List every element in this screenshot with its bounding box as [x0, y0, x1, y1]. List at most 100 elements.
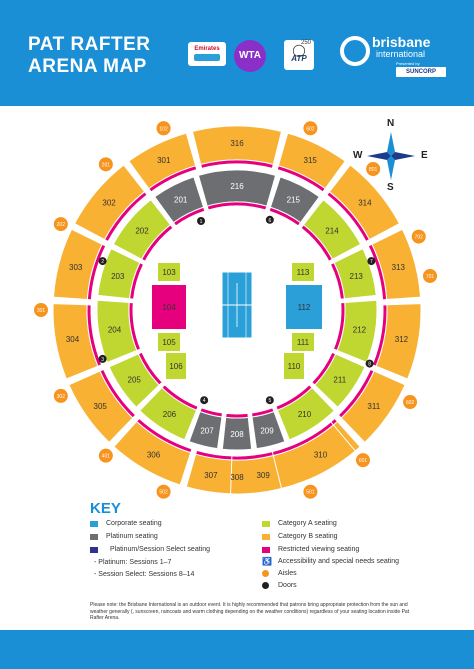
section-103[interactable]: [158, 263, 180, 281]
aisle-label-701: 701: [426, 274, 435, 280]
aisle-marker-602: [303, 121, 318, 136]
label-204: 204: [108, 325, 122, 334]
label-103: 103: [162, 268, 176, 277]
door-2: [98, 257, 107, 266]
page-title: PAT RAFTER ARENA MAP: [28, 34, 151, 78]
label-212: 212: [353, 325, 367, 334]
restricted-215[interactable]: [268, 206, 302, 227]
restricted-303[interactable]: [86, 243, 107, 301]
aisle-marker-801: [366, 162, 381, 177]
restricted-301[interactable]: [148, 165, 198, 193]
label-203: 203: [111, 272, 125, 281]
section-104[interactable]: [152, 285, 186, 329]
restricted-210[interactable]: [275, 384, 313, 411]
door-6: [265, 215, 274, 224]
aisle-label-501: 501: [306, 490, 315, 496]
restricted-207[interactable]: [199, 407, 224, 418]
restricted-305[interactable]: [99, 368, 137, 419]
aisle-marker-702: [411, 229, 426, 244]
label-213: 213: [350, 272, 364, 281]
label-307: 307: [204, 471, 218, 480]
section-106[interactable]: [166, 353, 186, 379]
aisle-label-201: 201: [102, 162, 111, 168]
restricted-302[interactable]: [103, 191, 148, 243]
restricted-204[interactable]: [128, 301, 142, 352]
wheelchair-icon: ♿: [262, 557, 272, 566]
label-210: 210: [298, 410, 312, 419]
seating-rings: [52, 125, 422, 495]
door-7: [367, 257, 376, 266]
aisle-marker-602: [403, 395, 418, 410]
restricted-203[interactable]: [129, 261, 145, 300]
restricted-206[interactable]: [161, 384, 199, 411]
label-303: 303: [69, 263, 83, 272]
aisle-marker-701: [423, 268, 438, 283]
restricted-209[interactable]: [250, 407, 275, 418]
restricted-212[interactable]: [332, 301, 346, 352]
door-label-5: 5: [268, 398, 271, 404]
aisle-marker-502: [156, 484, 171, 499]
aisle-dot-icon: [262, 570, 269, 577]
section-112[interactable]: [286, 285, 322, 329]
label-305: 305: [94, 402, 108, 411]
label-311: 311: [367, 402, 380, 411]
label-209: 209: [260, 426, 274, 435]
aisle-marker-601: [355, 453, 370, 468]
restricted-314[interactable]: [326, 191, 371, 243]
section-113[interactable]: [292, 263, 314, 281]
title-line-2: ARENA MAP: [28, 56, 147, 77]
restricted-313[interactable]: [367, 243, 388, 301]
restricted-211[interactable]: [311, 351, 337, 386]
aisle-marker-301: [34, 303, 48, 317]
restricted-208[interactable]: [225, 412, 249, 419]
restricted-315[interactable]: [276, 165, 326, 193]
markers: 1016028017027016026015015024013023012022…: [34, 121, 438, 499]
label-313: 313: [392, 263, 406, 272]
label-314: 314: [358, 199, 372, 208]
label-105: 105: [162, 338, 176, 347]
aisle-marker-401: [98, 448, 113, 463]
label-211: 211: [333, 375, 346, 384]
door-label-4: 4: [203, 398, 206, 404]
aisle-label-202: 202: [57, 222, 66, 228]
aisle-label-301: 301: [37, 308, 46, 314]
restricted-202[interactable]: [140, 224, 174, 262]
restricted-205[interactable]: [137, 351, 163, 386]
label-205: 205: [128, 375, 142, 384]
section-110[interactable]: [284, 353, 304, 379]
section-105[interactable]: [158, 333, 180, 351]
label-308: 308: [230, 473, 244, 482]
door-1: [197, 216, 206, 225]
door-label-3: 3: [101, 357, 104, 363]
label-214: 214: [325, 226, 339, 235]
label-315: 315: [304, 156, 318, 165]
restricted-316[interactable]: [200, 159, 274, 169]
restricted-311[interactable]: [337, 368, 375, 419]
door-dot-icon: [262, 582, 269, 589]
restricted-216[interactable]: [206, 201, 268, 211]
label-106: 106: [169, 362, 183, 371]
label-110: 110: [288, 362, 301, 371]
restricted-201[interactable]: [172, 206, 206, 227]
aisle-label-502: 502: [159, 490, 168, 496]
section-111[interactable]: [292, 333, 314, 351]
title-line-1: PAT RAFTER: [28, 34, 151, 55]
door-label-6: 6: [268, 218, 271, 224]
restricted-306[interactable]: [135, 417, 193, 454]
restricted-214[interactable]: [300, 224, 334, 262]
aisle-label-401: 401: [102, 454, 111, 460]
inner-sections: [152, 263, 322, 379]
aisle-label-801: 801: [369, 167, 378, 173]
brisbane-international-logo: brisbane international Presented by SUNC…: [340, 34, 450, 82]
label-301: 301: [157, 156, 171, 165]
key-title: KEY: [90, 500, 121, 517]
label-309: 309: [256, 471, 270, 480]
compass-w: W: [353, 150, 363, 161]
compass: N S W E: [353, 118, 429, 194]
restricted-304[interactable]: [86, 304, 103, 367]
aisle-label-702: 702: [415, 235, 424, 241]
restricted-213[interactable]: [329, 261, 345, 300]
restricted-307[interactable]: [195, 449, 233, 461]
compass-e: E: [421, 150, 428, 161]
